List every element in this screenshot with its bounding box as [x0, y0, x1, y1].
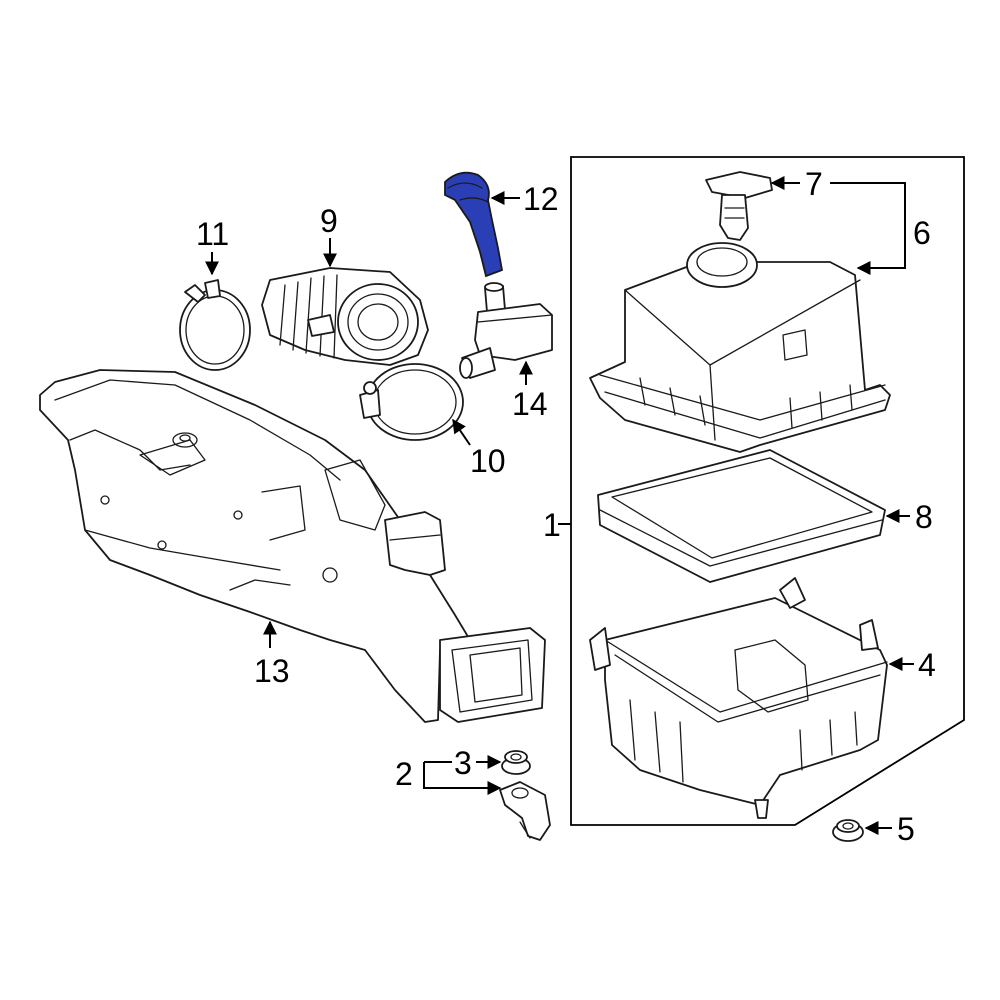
callout-11: 11	[196, 216, 229, 252]
callout-10: 10	[470, 443, 506, 479]
callout-14: 14	[512, 386, 548, 422]
grommet-part-5	[832, 819, 864, 842]
air-cleaner-cover	[589, 242, 891, 453]
mounting-bracket	[499, 781, 551, 841]
callout-7: 7	[805, 166, 823, 202]
callout-8: 8	[915, 499, 933, 535]
leader-lines	[205, 176, 914, 835]
assembly-frame	[570, 156, 965, 826]
callout-3: 3	[454, 745, 472, 781]
air-intake-duct	[39, 369, 546, 723]
resonator	[459, 282, 553, 379]
mass-air-flow-sensor	[705, 171, 773, 241]
air-cleaner-lower-housing	[589, 577, 888, 819]
callout-12: 12	[523, 181, 559, 217]
callout-9: 9	[320, 203, 338, 239]
air-filter-element	[597, 449, 886, 583]
callout-6: 6	[913, 215, 931, 251]
callout-13: 13	[254, 653, 290, 689]
callout-2: 2	[395, 756, 413, 792]
callout-5: 5	[897, 811, 915, 847]
callouts: 11 9 12 14 10 13 7 6 8 1 4 5 3 2	[196, 166, 936, 847]
hose-clamp	[179, 279, 251, 371]
hose-body	[444, 171, 504, 278]
callout-1: 1	[543, 507, 561, 543]
clamp-lower	[359, 363, 464, 441]
ventilation-hose	[444, 171, 504, 278]
air-intake-hose	[261, 267, 429, 366]
grommet-part-3	[501, 750, 531, 775]
callout-4: 4	[918, 647, 936, 683]
